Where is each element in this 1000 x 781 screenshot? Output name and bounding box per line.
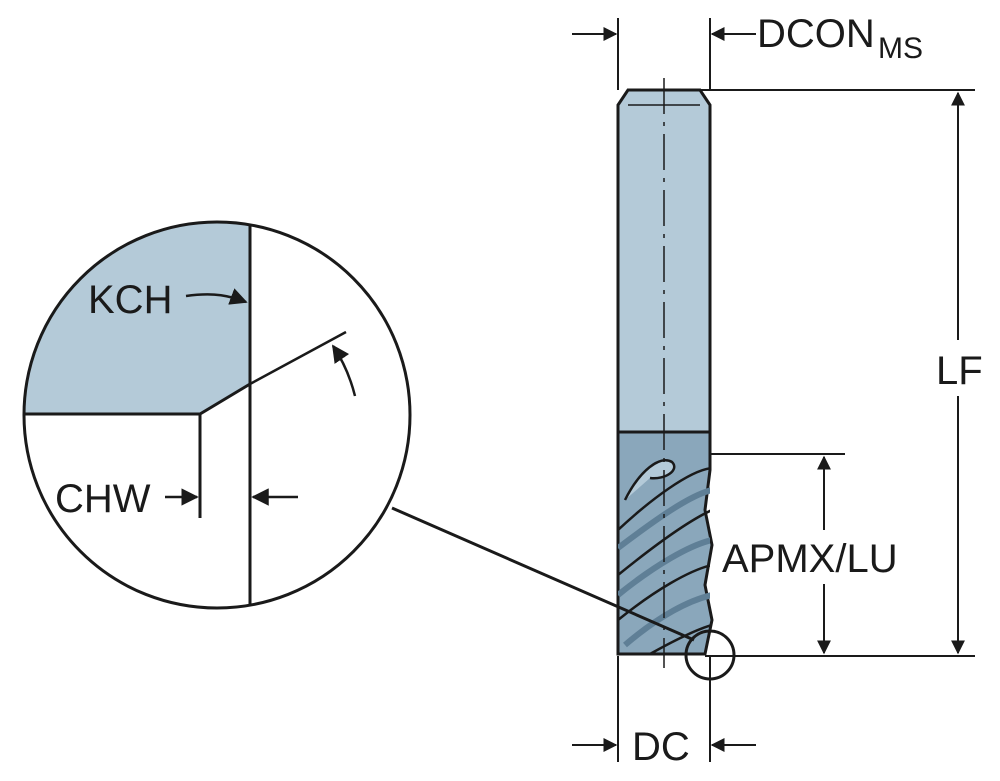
apmx-lu-dimension: APMX/LU: [722, 455, 898, 655]
dc-label: DC: [632, 725, 690, 769]
extension-lines: [617, 18, 975, 762]
dc-dimension: DC: [572, 725, 756, 769]
magnified-detail-view: KCH CHW: [22, 220, 412, 610]
flute-helix-lines: [618, 459, 710, 654]
detail-marker-circle: [684, 629, 736, 681]
dcon-subscript: MS: [878, 32, 923, 65]
lf-dimension: LF: [936, 91, 983, 655]
detail-leader-line: [391, 506, 695, 642]
chw-label: CHW: [55, 477, 151, 521]
dcon-ms-dimension: DCON MS: [572, 12, 923, 65]
apmx-lu-label: APMX/LU: [722, 537, 898, 581]
kch-label: KCH: [88, 278, 172, 322]
end-mill-tool: [616, 78, 714, 668]
lf-label: LF: [936, 349, 983, 393]
dcon-label: DCON: [757, 12, 875, 56]
